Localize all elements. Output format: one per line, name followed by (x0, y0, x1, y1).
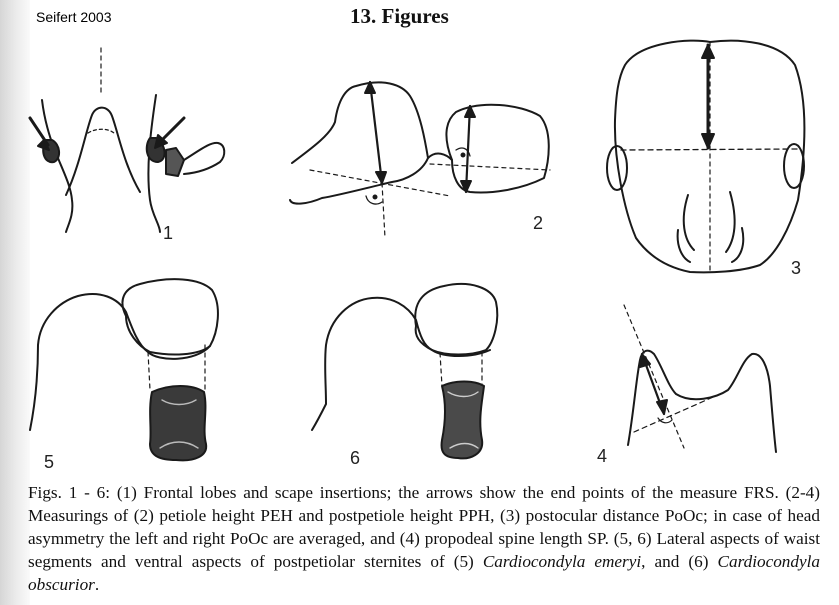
page-title: 13. Figures (350, 4, 449, 28)
scan-edge-shadow (0, 0, 30, 605)
figure-label-2: 2 (533, 213, 544, 233)
caption-species-obscurior: Cardiocondyla obscurior (28, 552, 820, 594)
figure-1-frontal-lobes (28, 47, 226, 233)
figure-6-obscurior-waist (311, 282, 499, 460)
figure-5-emeryi-waist (29, 278, 219, 462)
caption-text-part-2: , and (6) (641, 552, 718, 571)
figure-3-head-postocular (606, 39, 806, 274)
figure-label-1: 1 (163, 223, 174, 243)
figure-label-5: 5 (44, 452, 55, 472)
figure-label-6: 6 (350, 448, 361, 468)
figure-2-waist-heights (289, 80, 551, 239)
figure-label-3: 3 (791, 258, 802, 278)
figure-label-4: 4 (597, 446, 608, 466)
source-label: Seifert 2003 (36, 9, 112, 25)
caption-text-part-3: . (94, 575, 100, 594)
figure-caption: Figs. 1 - 6: (1) Frontal lobes and scape… (28, 481, 820, 596)
figure-4-propodeal-spine (623, 304, 777, 453)
caption-text-part-1: Figs. 1 - 6: (1) Frontal lobes and scape… (28, 483, 820, 571)
caption-species-emeryi: Cardiocondyla emeryi (482, 552, 642, 571)
